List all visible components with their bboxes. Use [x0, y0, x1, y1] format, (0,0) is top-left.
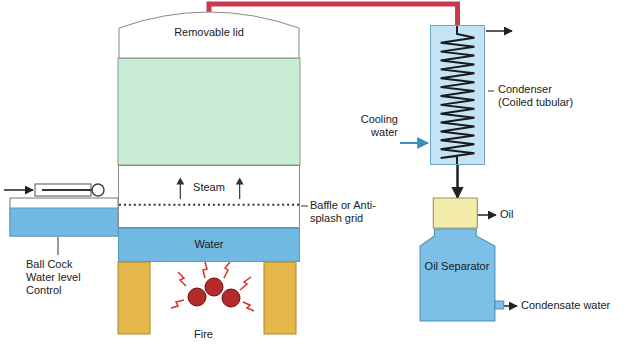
condensate-tube	[456, 165, 459, 198]
removable-lid: Removable lid	[118, 12, 300, 58]
level-tank	[10, 198, 118, 236]
still-leg	[118, 262, 150, 334]
oil-outlet	[476, 214, 496, 216]
condenser: Condenser (Coiled tubular)	[430, 25, 485, 165]
flow-label: Condensate water	[521, 299, 639, 312]
cooling-water-outlet	[486, 30, 512, 32]
node-text: Removable lid	[118, 26, 300, 39]
oil-separator: Oil Separator	[419, 198, 496, 322]
anti-splash-grid	[119, 204, 299, 206]
separator-body	[420, 229, 495, 321]
fire-coal	[188, 288, 206, 306]
node-text: Steam	[119, 181, 299, 194]
still-leg	[264, 262, 296, 334]
water-band: Water	[118, 228, 300, 262]
steam-arrow	[176, 178, 184, 185]
node-outline	[431, 26, 484, 164]
part-label: Baffle or Anti-splash grid	[310, 199, 402, 225]
node-outline	[119, 166, 299, 227]
part-label: Ball Cock Water level Control	[26, 258, 98, 298]
level-tank-water	[10, 208, 118, 236]
separator-nozzle	[494, 301, 503, 309]
part-label: Fire	[194, 328, 234, 341]
fire-symbol	[171, 262, 254, 311]
cooling-water-inlet	[400, 142, 428, 144]
node-text: Condenser (Coiled tubular)	[498, 83, 588, 109]
flow-label: Cooling water	[348, 113, 398, 139]
still-body	[118, 58, 300, 165]
steam-arrow	[236, 178, 244, 185]
ball-cock-valve	[35, 184, 91, 196]
leader-line	[301, 206, 308, 207]
ball-cock-float	[92, 184, 104, 196]
node-text: Water	[119, 238, 299, 251]
flow-label: Oil	[500, 208, 540, 221]
lid-outline	[119, 12, 299, 58]
separator-cap	[433, 198, 477, 228]
leader-line	[488, 91, 494, 92]
fire-coal	[222, 289, 240, 307]
fire-coal	[205, 278, 223, 296]
ball-cock-rod	[42, 189, 92, 191]
water-inlet	[4, 189, 33, 191]
steam-band: Steam	[118, 165, 300, 228]
node-text: Oil Separator	[419, 260, 496, 273]
leader-line	[58, 237, 59, 255]
condenser-coil	[441, 26, 475, 164]
